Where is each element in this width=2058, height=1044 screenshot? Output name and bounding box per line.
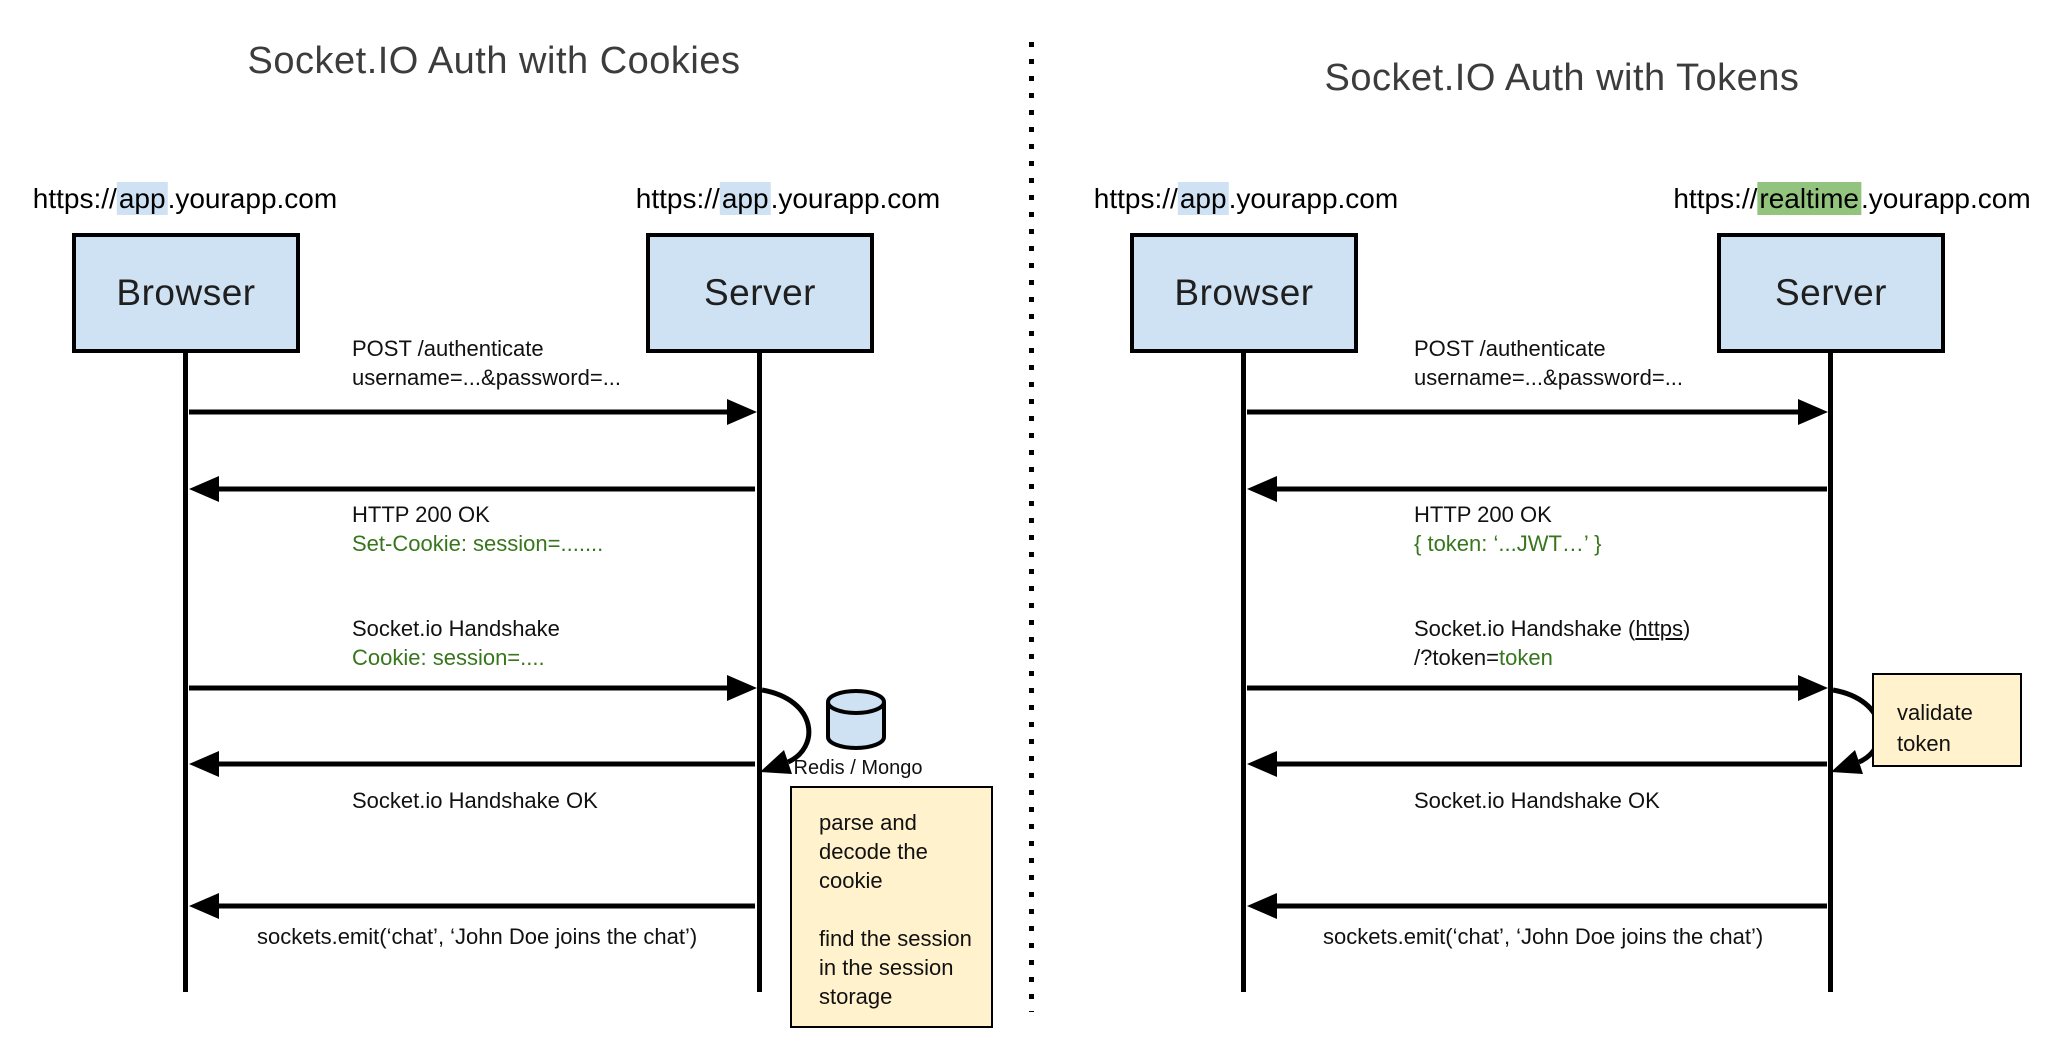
right-msg-handshake-line1: Socket.io Handshake (https) (1414, 614, 1690, 643)
right-msg-post-authenticate: POST /authenticate username=...&password… (1414, 334, 1683, 392)
right-note-validate-token: validate token (1872, 673, 2022, 767)
left-server-url-suffix: .yourapp.com (770, 183, 941, 214)
right-server-label: Server (1775, 272, 1887, 313)
left-diagram-title: Socket.IO Auth with Cookies (247, 40, 741, 82)
right-msg-handshake: Socket.io Handshake (https) /?token=toke… (1414, 614, 1690, 672)
right-server-url-highlight: realtime (1757, 182, 1861, 215)
right-server-url-suffix: .yourapp.com (1861, 183, 2031, 214)
arrow-left-post-authenticate (189, 399, 757, 425)
redis-mongo-label: Redis / Mongo (793, 757, 923, 779)
right-msg-emit: sockets.emit(‘chat’, ‘John Doe joins the… (1323, 924, 1764, 949)
right-msg-token-query: /?token=token (1414, 643, 1690, 672)
left-server-url-highlight: app (719, 182, 771, 215)
left-browser-url: https://app.yourapp.com (32, 182, 338, 215)
arrow-right-post-authenticate (1247, 399, 1828, 425)
arrow-right-handshake (1247, 675, 1828, 701)
right-server-url: https://realtime.yourapp.com (1673, 182, 2031, 215)
left-server-lifeline (757, 353, 762, 992)
left-msg-handshake-line1: Socket.io Handshake (352, 616, 560, 641)
left-msg-post-line2: username=...&password=... (352, 365, 622, 390)
right-msg-http-200: HTTP 200 OK { token: ‘...JWT…’ } (1414, 500, 1601, 558)
arrow-left-emit (189, 893, 755, 919)
left-msg-post-line1: POST /authenticate (352, 336, 544, 361)
dotted-divider (1029, 42, 1034, 1012)
arrow-right-emit (1247, 893, 1827, 919)
left-msg-set-cookie: Set-Cookie: session=....... (352, 531, 604, 556)
left-server-url: https://app.yourapp.com (635, 182, 941, 215)
right-msg-handshake-https-link: https (1635, 616, 1684, 641)
left-note-parse-cookie: parse and decode the cookie find the ses… (790, 786, 993, 1028)
arrow-left-handshake (189, 675, 757, 701)
left-browser-lifeline (183, 353, 188, 992)
arrow-right-handshake-ok (1247, 751, 1827, 777)
right-server-lifeline (1828, 353, 1833, 992)
left-msg-http-ok: HTTP 200 OK (352, 502, 490, 527)
right-browser-url: https://app.yourapp.com (1093, 182, 1399, 215)
arrow-left-http-200 (189, 476, 755, 502)
right-msg-handshake-ok: Socket.io Handshake OK (1414, 788, 1660, 813)
left-browser-label: Browser (116, 272, 256, 313)
right-browser-label: Browser (1174, 272, 1314, 313)
right-diagram-title: Socket.IO Auth with Tokens (1324, 57, 1800, 99)
right-msg-post-line1: POST /authenticate (1414, 336, 1606, 361)
arrow-left-handshake-ok (189, 751, 755, 777)
right-browser-url-prefix: https:// (1093, 183, 1178, 214)
left-msg-handshake: Socket.io Handshake Cookie: session=.... (352, 614, 560, 672)
left-msg-emit: sockets.emit(‘chat’, ‘John Doe joins the… (257, 924, 698, 949)
database-cylinder-icon (826, 689, 886, 750)
right-msg-token-query-token: token (1499, 645, 1553, 670)
right-msg-token-json: { token: ‘...JWT…’ } (1414, 531, 1602, 556)
arrow-right-http-200 (1247, 476, 1827, 502)
left-server-url-prefix: https:// (635, 183, 720, 214)
left-msg-handshake-ok: Socket.io Handshake OK (352, 788, 598, 813)
right-msg-post-line2: username=...&password=... (1414, 365, 1684, 390)
right-msg-http-ok: HTTP 200 OK (1414, 502, 1552, 527)
left-browser-url-highlight: app (116, 182, 168, 215)
right-server-url-prefix: https:// (1673, 183, 1758, 214)
right-msg-handshake-post: ) (1683, 616, 1691, 641)
self-loop-arrow-left-server (760, 687, 812, 774)
right-msg-token-query-pre: /?token= (1414, 645, 1500, 670)
left-msg-http-200: HTTP 200 OK Set-Cookie: session=....... (352, 500, 603, 558)
left-msg-post-authenticate: POST /authenticate username=...&password… (352, 334, 621, 392)
right-browser-url-suffix: .yourapp.com (1228, 183, 1399, 214)
left-server-box: Server (646, 233, 874, 353)
right-msg-handshake-pre: Socket.io Handshake ( (1414, 616, 1636, 641)
right-browser-box: Browser (1130, 233, 1358, 353)
left-browser-url-prefix: https:// (32, 183, 117, 214)
left-browser-url-suffix: .yourapp.com (167, 183, 338, 214)
right-browser-url-highlight: app (1177, 182, 1229, 215)
left-msg-cookie: Cookie: session=.... (352, 645, 545, 670)
right-browser-lifeline (1241, 353, 1246, 992)
right-server-box: Server (1717, 233, 1945, 353)
left-server-label: Server (704, 272, 816, 313)
left-browser-box: Browser (72, 233, 300, 353)
